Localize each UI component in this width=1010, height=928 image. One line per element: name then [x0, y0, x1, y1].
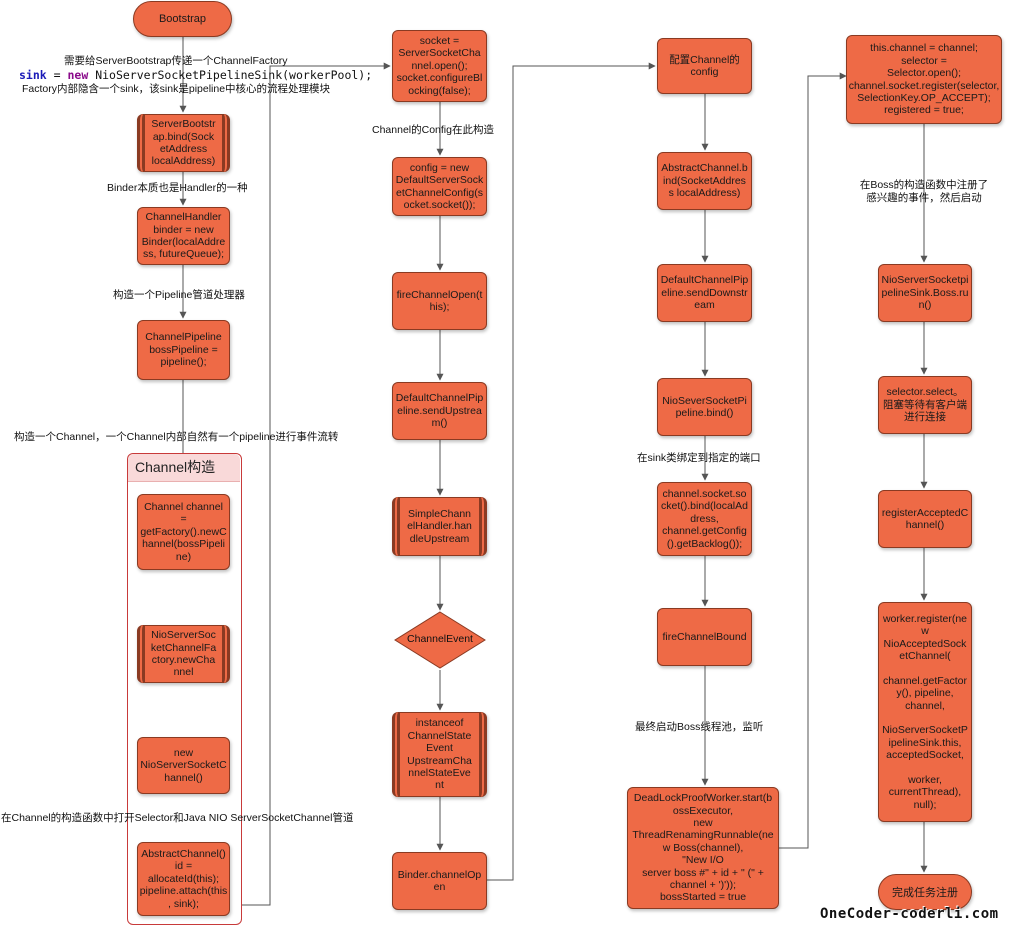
connector: [779, 72, 847, 849]
deadlock-worker-node[interactable]: DeadLockProofWorker.start(b ossExecutor,…: [627, 787, 779, 909]
pipeline-note: 构造一个Pipeline管道处理器: [113, 289, 245, 301]
binder-note: Binder本质也是Handler的一种: [107, 182, 248, 194]
configure-config-node[interactable]: 配置Channel的 config: [657, 38, 752, 94]
bootstrap-node[interactable]: Bootstrap: [133, 1, 232, 37]
boss-register-note: 在Boss的构造函数中注册了 感兴趣的事件，然后启动: [859, 179, 989, 204]
socket-open-node[interactable]: socket = ServerSocketCha nnel.open(); so…: [392, 30, 487, 102]
connector: [233, 62, 391, 906]
factory-note-line1: 需要给ServerBootstrap传递一个ChannelFactory: [64, 55, 288, 67]
watermark: OneCoder-coderli.com: [820, 906, 999, 922]
worker-register-node[interactable]: worker.register(ne w NioAcceptedSock etC…: [878, 602, 972, 822]
finish-node[interactable]: 完成任务注册: [878, 874, 972, 910]
group-title: Channel构造: [128, 454, 240, 482]
binder-channel-open-node[interactable]: Binder.channelOp en: [392, 852, 487, 910]
connector: [487, 62, 656, 881]
send-upstream-node[interactable]: DefaultChannelPip eline.sendUpstrea m(): [392, 382, 487, 440]
code-sink: sink: [19, 68, 47, 82]
selector-select-node[interactable]: selector.select。 阻塞等待有客户端 进行连接: [878, 376, 972, 434]
server-bootstrap-bind-node[interactable]: ServerBootstr ap.bind(Sock etAddress loc…: [137, 114, 230, 172]
config-note: Channel的Config在此构造: [372, 124, 494, 136]
nio-factory-new-node[interactable]: NioServerSoc ketChannelFa ctory.newCha n…: [137, 625, 230, 683]
boss-note: 最终启动Boss线程池，监听: [635, 721, 764, 733]
new-nio-server-channel-node[interactable]: new NioServerSocketC hannel(): [137, 737, 230, 794]
channel-handler-node[interactable]: ChannelHandler binder = new Binder(local…: [137, 207, 230, 265]
channel-event-label: ChannelEvent: [407, 633, 473, 645]
fire-channel-open-node[interactable]: fireChannelOpen(t his);: [392, 272, 487, 330]
sink-bind-note: 在sink类绑定到指定的端口: [637, 452, 761, 464]
code-new: new: [67, 68, 89, 82]
send-downstream-node[interactable]: DefaultChannelPip eline.sendDownstr eam: [657, 264, 752, 322]
boss-run-node[interactable]: NioServerSocketpi pelineSink.Boss.ru n(): [878, 264, 972, 322]
boss-constructor-node[interactable]: this.channel = channel; selector = Selec…: [846, 35, 1002, 124]
code-eq: =: [46, 68, 68, 82]
channel-event-diamond: [394, 611, 486, 669]
code-rest: NioServerSocketPipelineSink(workerPool);: [88, 68, 373, 82]
channel-note: 构造一个Channel，一个Channel内部自然有一个pipeline进行事件…: [14, 431, 339, 443]
abstract-channel-node[interactable]: AbstractChannel() id = allocateId(this);…: [137, 842, 230, 916]
socket-bind-node[interactable]: channel.socket.so cket().bind(localAd dr…: [657, 482, 752, 556]
selector-note: 在Channel的构造函数中打开Selector和Java NIO Server…: [1, 812, 354, 824]
sink-bind-node[interactable]: NioSeverSocketPi peline.bind(): [657, 378, 752, 436]
register-accepted-node[interactable]: registerAcceptedC hannel(): [878, 490, 972, 548]
channel-pipeline-node[interactable]: ChannelPipeline bossPipeline = pipeline(…: [137, 320, 230, 380]
channel-new-node[interactable]: Channel channel = getFactory().newC hann…: [137, 494, 230, 570]
simple-handler-node[interactable]: SimpleChann elHandler.han dleUpstream: [392, 497, 487, 556]
factory-note-line2: Factory内部隐含一个sink，该sink是pipeline中核心的流程处理…: [22, 83, 331, 95]
abstract-channel-bind-node[interactable]: AbstractChannel.b ind(SocketAddres s loc…: [657, 152, 752, 210]
config-new-node[interactable]: config = new DefaultServerSock etChannel…: [392, 157, 487, 216]
instanceof-event-node[interactable]: instanceof ChannelState Event UpstreamCh…: [392, 712, 487, 797]
factory-note-code: sink = new NioServerSocketPipelineSink(w…: [19, 68, 372, 82]
fire-channel-bound-node[interactable]: fireChannelBound: [657, 608, 752, 666]
